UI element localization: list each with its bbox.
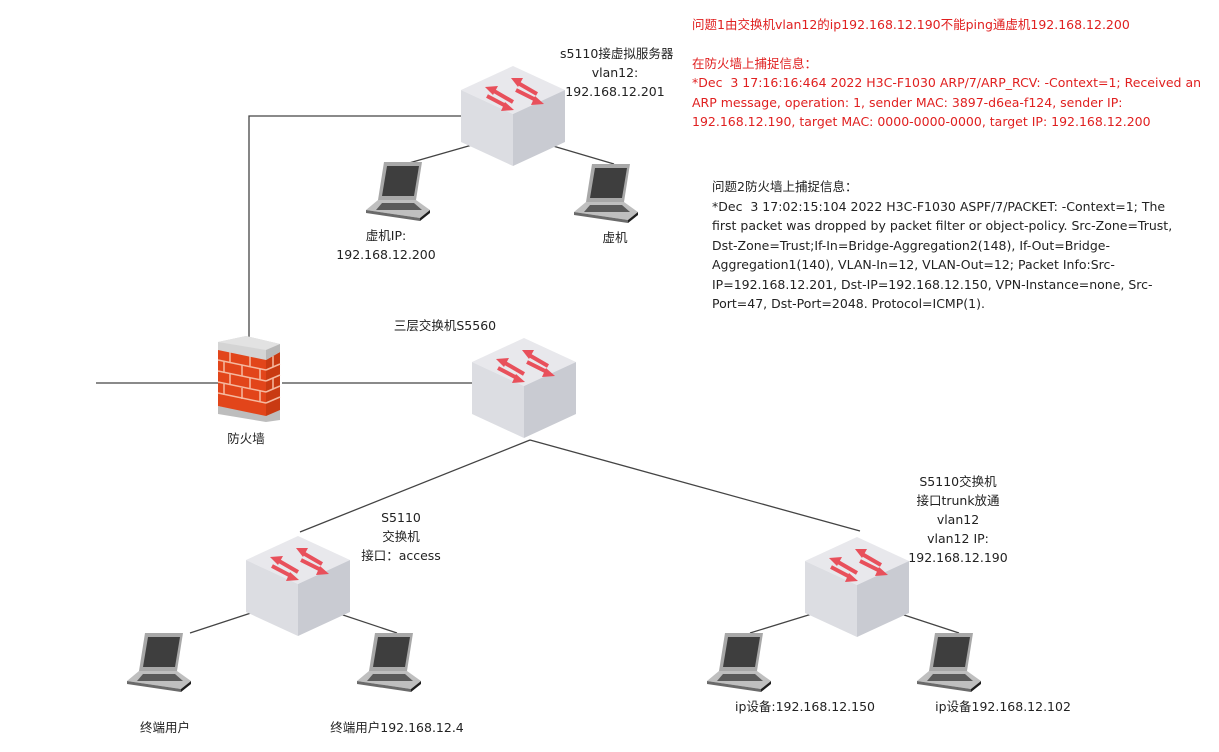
switch-icon bbox=[461, 66, 565, 166]
switch-core[interactable] bbox=[472, 338, 576, 438]
laptop-user2-label: 终端用户192.168.12.4 bbox=[322, 718, 472, 737]
label-line: 192.168.12.201 bbox=[565, 84, 665, 99]
switch-server-label: s5110接虚拟服务器 vlan12: 192.168.12.201 bbox=[560, 44, 674, 101]
laptop-vm2-label: 虚机 bbox=[580, 228, 650, 247]
switch-trunk[interactable] bbox=[805, 537, 909, 637]
laptop-icon bbox=[366, 162, 430, 221]
label-line: S5110交换机 bbox=[919, 474, 997, 489]
problem1-log-line: *Dec 3 17:16:16:464 2022 H3C-F1030 ARP/7… bbox=[692, 75, 1202, 90]
laptop-icon bbox=[707, 633, 771, 692]
problem1-note: 问题1由交换机vlan12的ip192.168.12.190不能ping通虚机1… bbox=[692, 15, 1217, 132]
label-line: vlan12 bbox=[936, 512, 980, 527]
label-line: 交换机 bbox=[382, 529, 420, 544]
problem2-title: 问题2防火墙上捕捉信息： bbox=[712, 179, 858, 194]
label-line: vlan12 IP: bbox=[927, 531, 989, 546]
problem2-log-line: Aggregation1(140), VLAN-In=12, VLAN-Out=… bbox=[712, 257, 1115, 272]
problem1-log-line: ARP message, operation: 1, sender MAC: 3… bbox=[692, 94, 1123, 110]
problem2-log-line: IP=192.168.12.201, Dst-IP=192.168.12.150… bbox=[712, 276, 1153, 292]
label-line: 防火墙 bbox=[227, 431, 265, 446]
label-line: 终端用户 bbox=[139, 720, 190, 735]
link-core-sw-trunk bbox=[529, 439, 861, 532]
firewall[interactable] bbox=[216, 336, 282, 422]
switch-icon bbox=[805, 537, 909, 637]
label-line: 虚机 bbox=[602, 230, 628, 245]
label-line: ip设备192.168.12.102 bbox=[935, 699, 1071, 714]
link-sw-access-user2 bbox=[336, 612, 398, 634]
link-sw-server-vm1 bbox=[408, 144, 473, 164]
firewall-icon bbox=[217, 336, 281, 422]
problem1-subtitle: 在防火墙上捕捉信息： bbox=[692, 55, 818, 71]
label-line: ip设备:192.168.12.150 bbox=[734, 699, 876, 714]
firewall-label: 防火墙 bbox=[206, 429, 286, 448]
problem2-log-line: Port=47, Dst-Port=2048. Protocol=ICMP(1)… bbox=[712, 296, 985, 311]
link-sw-trunk-ipdev2 bbox=[897, 612, 960, 634]
laptop-vm2[interactable] bbox=[572, 162, 652, 224]
spacer bbox=[692, 35, 1217, 54]
switch-server[interactable] bbox=[461, 66, 565, 166]
laptop-ipdev1-label: ip设备:192.168.12.150 bbox=[720, 697, 890, 716]
link-sw-access-user1 bbox=[189, 611, 255, 634]
label-line: S5110 bbox=[381, 510, 421, 525]
problem2-note: 问题2防火墙上捕捉信息： *Dec 3 17:02:15:104 2022 H3… bbox=[712, 177, 1182, 314]
label-line: 192.168.12.190 bbox=[908, 550, 1008, 565]
link-sw-server-vm2 bbox=[552, 145, 615, 165]
laptop-ipdev1[interactable] bbox=[705, 631, 785, 693]
laptop-icon bbox=[917, 633, 981, 692]
laptop-icon bbox=[127, 633, 191, 692]
link-core-sw-access bbox=[299, 439, 531, 533]
label-line: 三层交换机S5560 bbox=[393, 318, 497, 333]
switch-trunk-label: S5110交换机 接口trunk放通 vlan12 vlan12 IP: 192… bbox=[898, 472, 1018, 567]
switch-icon bbox=[472, 338, 576, 438]
laptop-ipdev2-label: ip设备192.168.12.102 bbox=[918, 697, 1088, 716]
label-line: vlan12: bbox=[591, 65, 639, 80]
label-line: s5110接虚拟服务器 bbox=[560, 46, 674, 61]
label-line: 接口trunk放通 bbox=[916, 493, 1000, 508]
problem1-title: 问题1由交换机vlan12的ip192.168.12.190不能ping通虚机1… bbox=[692, 17, 1130, 32]
problem1-log-line: 192.168.12.190, target MAC: 0000-0000-00… bbox=[692, 114, 1151, 129]
label-line: 接口：access bbox=[361, 548, 441, 563]
link-sw-trunk-ipdev1 bbox=[749, 612, 816, 634]
label-line: 终端用户192.168.12.4 bbox=[330, 720, 464, 735]
laptop-vm1[interactable] bbox=[364, 160, 444, 222]
label-line: 192.168.12.200 bbox=[336, 247, 436, 262]
switch-access-label: S5110 交换机 接口：access bbox=[351, 508, 451, 565]
switch-access[interactable] bbox=[246, 536, 350, 636]
laptop-icon bbox=[357, 633, 421, 692]
laptop-vm1-label: 虚机IP: 192.168.12.200 bbox=[326, 226, 446, 264]
problem2-log-line: first packet was dropped by packet filte… bbox=[712, 218, 1173, 233]
switch-icon bbox=[246, 536, 350, 636]
laptop-user1[interactable] bbox=[125, 631, 205, 693]
problem2-log-line: *Dec 3 17:02:15:104 2022 H3C-F1030 ASPF/… bbox=[712, 198, 1166, 214]
problem2-log-line: Dst-Zone=Trust;If-In=Bridge-Aggregation2… bbox=[712, 237, 1110, 253]
laptop-user2[interactable] bbox=[355, 631, 435, 693]
laptop-icon bbox=[574, 164, 638, 223]
laptop-user1-label: 终端用户 bbox=[125, 718, 205, 737]
laptop-ipdev2[interactable] bbox=[915, 631, 995, 693]
label-line: 虚机IP: bbox=[365, 228, 407, 243]
link-firewall-sw-server bbox=[248, 115, 465, 346]
switch-core-label: 三层交换机S5560 bbox=[385, 316, 505, 335]
